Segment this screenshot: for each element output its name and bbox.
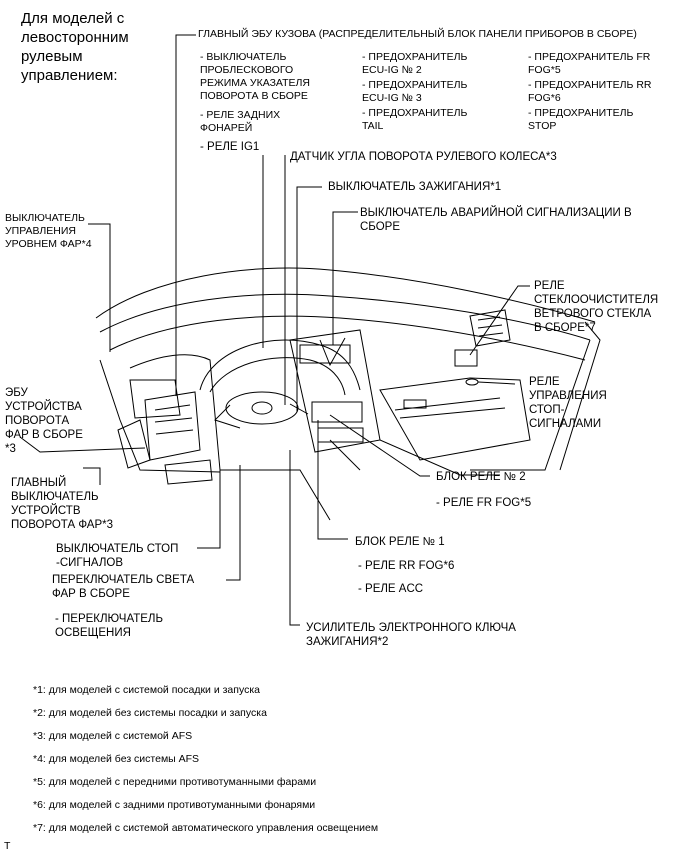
- label-relay-block-1: БЛОК РЕЛЕ № 1: [355, 536, 445, 548]
- footnote: *2: для моделей без системы посадки и за…: [33, 707, 267, 719]
- label-afs-ecu: ЭБУ УСТРОЙСТВА ПОВОРОТА ФАР В СБОРЕ *3: [5, 387, 83, 455]
- main-ecu-item-ecu-ig2: - ПРЕДОХРАНИТЕЛЬ ECU-IG № 2: [362, 51, 468, 76]
- corner-mark: T: [4, 840, 11, 852]
- main-ecu-item-stop-fuse: - ПРЕДОХРАНИТЕЛЬ STOP: [528, 107, 634, 132]
- main-ecu-item-tail-relay: - РЕЛЕ ЗАДНИХ ФОНАРЕЙ: [200, 109, 281, 134]
- main-ecu-item-rr-fog-fuse: - ПРЕДОХРАНИТЕЛЬ RR FOG*6: [528, 79, 652, 104]
- footnote: *6: для моделей с задними противотуманны…: [33, 799, 316, 811]
- page-title: Для моделей с левосторонним рулевым упра…: [21, 10, 129, 84]
- main-ecu-item-ecu-ig3: - ПРЕДОХРАНИТЕЛЬ ECU-IG № 3: [362, 79, 468, 104]
- label-hazard-switch: ВЫКЛЮЧАТЕЛЬ АВАРИЙНОЙ СИГНАЛИЗАЦИИ В СБО…: [360, 207, 632, 233]
- label-stop-relay: РЕЛЕ УПРАВЛЕНИЯ СТОП- СИГНАЛАМИ: [529, 376, 607, 430]
- main-ecu-title: ГЛАВНЫЙ ЭБУ КУЗОВА (РАСПРЕДЕЛИТЕЛЬНЫЙ БЛ…: [198, 28, 637, 40]
- footnote: *3: для моделей с системой AFS: [33, 730, 193, 742]
- label-steering-sensor: ДАТЧИК УГЛА ПОВОРОТА РУЛЕВОГО КОЛЕСА*3: [290, 151, 557, 163]
- footnote: *5: для моделей с передними противотуман…: [33, 776, 317, 788]
- label-relay-fr-fog: - РЕЛЕ FR FOG*5: [436, 497, 532, 509]
- footnote: *7: для моделей с системой автоматическо…: [33, 822, 379, 834]
- label-key-amplifier: УСИЛИТЕЛЬ ЭЛЕКТРОННОГО КЛЮЧА ЗАЖИГАНИЯ*2: [306, 622, 516, 648]
- label-relay-rr-fog: - РЕЛЕ RR FOG*6: [358, 560, 455, 572]
- label-relay-acc: - РЕЛЕ ACC: [358, 583, 424, 595]
- footnote: *1: для моделей с системой посадки и зап…: [33, 684, 261, 696]
- label-ignition-switch: ВЫКЛЮЧАТЕЛЬ ЗАЖИГАНИЯ*1: [328, 181, 502, 193]
- main-ecu-item-flasher: - ВЫКЛЮЧАТЕЛЬ ПРОБЛЕСКОВОГО РЕЖИМА УКАЗА…: [200, 51, 311, 102]
- label-headlight-level-switch: ВЫКЛЮЧАТЕЛЬ УПРАВЛЕНИЯ УРОВНЕМ ФАР*4: [5, 212, 92, 250]
- main-ecu-item-tail-fuse: - ПРЕДОХРАНИТЕЛЬ TAIL: [362, 107, 468, 132]
- label-lighting-switch: - ПЕРЕКЛЮЧАТЕЛЬ ОСВЕЩЕНИЯ: [55, 613, 164, 639]
- main-ecu-item-ig1-relay: - РЕЛЕ IG1: [200, 141, 260, 153]
- label-stop-switch: ВЫКЛЮЧАТЕЛЬ СТОП -СИГНАЛОВ: [56, 543, 179, 569]
- label-main-afs-switch: ГЛАВНЫЙ ВЫКЛЮЧАТЕЛЬ УСТРОЙСТВ ПОВОРОТА Ф…: [11, 477, 114, 531]
- label-relay-block-2: БЛОК РЕЛЕ № 2: [436, 471, 526, 483]
- label-light-switch: ПЕРЕКЛЮЧАТЕЛЬ СВЕТА ФАР В СБОРЕ: [52, 574, 195, 600]
- footnote: *4: для моделей без системы AFS: [33, 753, 200, 765]
- main-ecu-item-fr-fog-fuse: - ПРЕДОХРАНИТЕЛЬ FR FOG*5: [528, 51, 651, 76]
- label-wiper-relay: РЕЛЕ СТЕКЛООЧИСТИТЕЛЯ ВЕТРОВОГО СТЕКЛА В…: [534, 280, 659, 334]
